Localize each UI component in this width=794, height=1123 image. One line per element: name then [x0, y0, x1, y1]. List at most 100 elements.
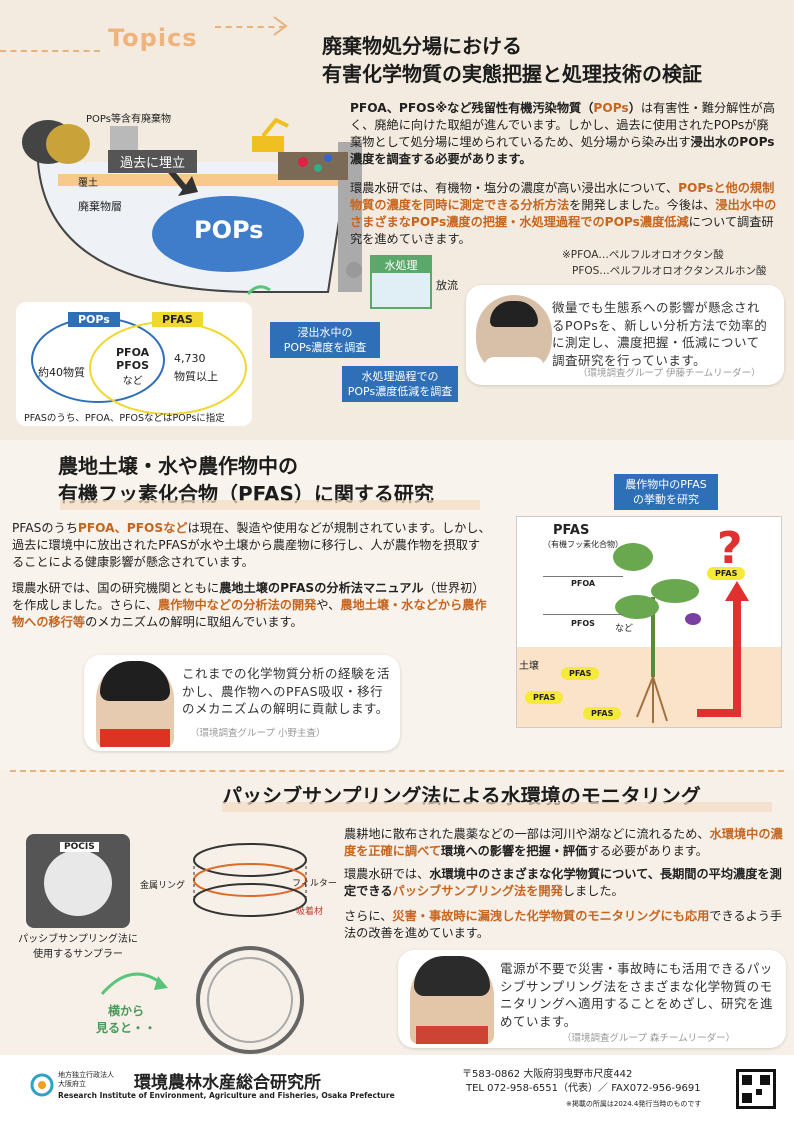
pfos-label: PFOS	[571, 619, 595, 628]
venn-caption: PFASのうち、PFOA、PFOSなどはPOPsに指定	[24, 413, 225, 424]
filter-label: フィルター	[292, 879, 337, 889]
qr-code[interactable]	[736, 1069, 776, 1109]
venn-pops-tag: POPs	[68, 312, 120, 327]
s3p2-c: パッシブサンプリング法を開発	[392, 884, 563, 898]
s2p2-b: 農地土壌のPFASの分析法マニュアル	[219, 581, 424, 595]
footer-note: ※掲載の所属は2024.4発行当時のものです	[566, 1100, 702, 1108]
s2p1-b: PFOA、PFOSなど	[77, 521, 188, 535]
contact-tel-fax: TEL 072-958-6551（代表）／ FAX072-956-9691	[466, 1083, 701, 1094]
venn-right-count: 4,730	[174, 352, 206, 365]
section1-title-line1: 廃棄物処分場における	[322, 34, 522, 58]
s3p1-c: 環境への影響を把握・評価	[441, 844, 588, 858]
sampler-photo: POCIS	[26, 834, 130, 928]
quote-ito-text: 微量でも生態系への影響が懸念されるPOPsを、新しい分析方法で効率的に測定し、濃…	[552, 300, 768, 368]
plant-illustration: ?	[613, 523, 749, 723]
pfoa-label: PFOA	[571, 579, 596, 588]
s1p2-d: 浸出水中のさまざまなPOPs濃度の把握・水処理過程でのPOPs濃度低減	[350, 198, 777, 229]
pfos-structure	[543, 595, 623, 615]
org-english-name: Research Institute of Environment, Agric…	[58, 1091, 395, 1100]
section1-paragraph1: PFOA、PFOS※など残留性有機汚染物質（POPs）は有害性・難分解性が高く、…	[350, 100, 780, 168]
pfas-tag-soil-1: PFAS	[561, 667, 600, 680]
water-treatment-tank: 水処理	[370, 255, 432, 309]
institute-logo-icon	[30, 1073, 54, 1097]
cover-soil-label: 覆土	[78, 178, 98, 189]
s2p2-f: 農地土壌・水などから農作物への移行等	[12, 598, 487, 629]
s1p1-c: POPs	[593, 101, 629, 115]
section2-paragraph1: PFASのうちPFOA、PFOSなどは現在、製造や使用などが規制されています。し…	[12, 520, 492, 571]
venn-left-count: 約40物質	[38, 366, 85, 379]
s2p1-a: PFASのうち	[12, 521, 78, 535]
section2-title-line1: 農地土壌・水や農作物中の	[58, 454, 298, 478]
pfoa-structure	[543, 557, 623, 577]
landfill-diagram: POPs等含有廃棄物 過去に埋立 覆土 廃棄物層 POPs	[8, 92, 478, 302]
venn-diagram: POPs PFAS 約40物質 PFOA PFOS など 4,730 物質以上 …	[16, 302, 252, 426]
quote-mori-signature: （環境調査グループ 森チームリーダー）	[562, 1033, 736, 1044]
venn-center-pfoa: PFOA	[116, 346, 150, 359]
org-type: 地方独立行政法人 大阪府立	[58, 1071, 114, 1089]
topics-arrow-icon	[273, 16, 288, 36]
pfas-tag-soil-2: PFAS	[525, 691, 564, 704]
avatar-mori	[410, 956, 494, 1044]
pfas-tag-fruit: PFAS	[707, 567, 746, 580]
waste-layer-label: 廃棄物層	[78, 200, 122, 213]
s2p2-c: （世界初）を作成しました。さらに、	[12, 581, 485, 612]
survey-box-2: 水処理過程での POPs濃度低減を調査	[342, 366, 458, 402]
quote-card-ono: これまでの化学物質分析の経験を活かし、農作物へのPFAS吸収・移行のメカニズムの…	[84, 655, 400, 751]
pipe-end	[346, 262, 362, 278]
side-view-line2: 見ると・・	[96, 1021, 157, 1035]
section3-paragraph2: 環農水研では、水環境中のさまざまな化学物質について、長期間の平均濃度を測定できる…	[344, 866, 784, 900]
address: 〒583-0862 大阪府羽曳野市尺度442	[462, 1069, 633, 1080]
s3p2-b: 水環境中のさまざまな化学物質について、長期間の平均濃度を測定できる	[344, 867, 782, 898]
s3p1-b: 水環境中の濃度を正確に調べて	[344, 827, 783, 858]
venn-center-nado: など	[122, 376, 143, 387]
pfas-tag-soil-3: PFAS	[583, 707, 622, 720]
side-view-arrow-icon	[100, 972, 168, 995]
topics-dash-left	[0, 50, 100, 52]
quote-card-ito: 微量でも生態系への影響が懸念されるPOPsを、新しい分析方法で効率的に測定し、濃…	[466, 285, 784, 385]
quote-ono-signature: （環境調査グループ 小野主査）	[190, 728, 326, 739]
s2p2-g: のメカニズムの解明に取組んでいます。	[85, 615, 303, 629]
s1p2-a: 環農水研では、有機物・塩分の濃度が高い浸出水について、	[350, 181, 679, 195]
discharge-label: 放流	[436, 279, 458, 292]
venn-center: PFOA PFOS など	[116, 346, 149, 387]
section3-title-underline	[222, 802, 772, 812]
absorbent-label: 吸着材	[296, 907, 324, 917]
quote-card-mori: 電源が不要で災害・事故時にも活用できるパッシブサンプリング法をさまざまな化学物質…	[398, 950, 786, 1048]
landfill-illustration	[22, 117, 362, 296]
quote-mori-text: 電源が不要で災害・事故時にも活用できるパッシブサンプリング法をさまざまな化学物質…	[500, 961, 774, 1029]
section3-paragraph1: 農耕地に散布された農薬などの一部は河川や湖などに流れるため、水環境中の濃度を正確…	[344, 826, 784, 860]
s1p1-f: 浸出水のPOPs濃度を調査する必要があります。	[350, 135, 775, 166]
side-view-label: 横から 見ると・・	[96, 1002, 156, 1036]
s3p3-b: 災害・事故時に漏洩した化学物質のモニタリングにも応用	[392, 909, 710, 923]
topics-label: Topics	[108, 24, 198, 52]
s2p1-c: は現在、製造や使用などが規制されています。しかし、過去に環境中に放出されたPFA…	[12, 521, 491, 569]
footer: 地方独立行政法人 大阪府立 環境農林水産総合研究所 Research Insti…	[0, 1055, 794, 1123]
s1p1-d: ）	[628, 101, 641, 115]
topics-dash-right	[215, 26, 285, 28]
pocis-label: POCIS	[60, 842, 99, 852]
sampler-caption: パッシブサンプリング法に 使用するサンプラー	[16, 930, 140, 960]
s2p2-d: 農作物中などの分析法の開発	[157, 598, 317, 612]
side-view-line1: 横から	[108, 1004, 145, 1018]
s3p1-d: する必要があります。	[587, 844, 708, 858]
venn-center-pfos: PFOS	[116, 359, 149, 372]
s2p2-e: や、	[316, 598, 341, 612]
s1p2-b: POPsと他の規制物質の濃度を同時に測定できる分析方法	[350, 181, 775, 212]
s1p2-c: を開発しました。今後は、	[569, 198, 716, 212]
title-underline	[60, 500, 480, 510]
org-type-line1: 地方独立行政法人	[58, 1071, 114, 1079]
s3p3-c: できるよう手法の改善を進めています。	[344, 909, 783, 940]
section3-paragraph3: さらに、災害・事故時に漏洩した化学物質のモニタリングにも応用できるよう手法の改善…	[344, 908, 784, 942]
footnote-pfoa: ※PFOA…ペルフルオロオクタン酸	[562, 249, 724, 261]
org-name: 環境農林水産総合研究所	[134, 1073, 321, 1093]
venn-pfas-tag: PFAS	[152, 312, 203, 327]
s2p2-a: 環農水研では、国の研究機関とともに	[12, 581, 220, 595]
sampler-caption-line1: パッシブサンプリング法に	[18, 934, 138, 945]
svg-text:?: ?	[717, 523, 743, 574]
pfas-structure-title: PFAS	[553, 523, 590, 538]
pfas-callout: 農作物中のPFAS の挙動を研究	[614, 474, 718, 510]
section2-paragraph2: 環農水研では、国の研究機関とともに農地土壌のPFASの分析法マニュアル（世界初）…	[12, 580, 492, 631]
footnote-pfos: PFOS…ペルフルオロオクタンスルホン酸	[572, 265, 767, 277]
s3p2-a: 環農水研では、	[344, 867, 430, 881]
s1p2-e: について調査研究を進めていきます。	[350, 215, 774, 246]
